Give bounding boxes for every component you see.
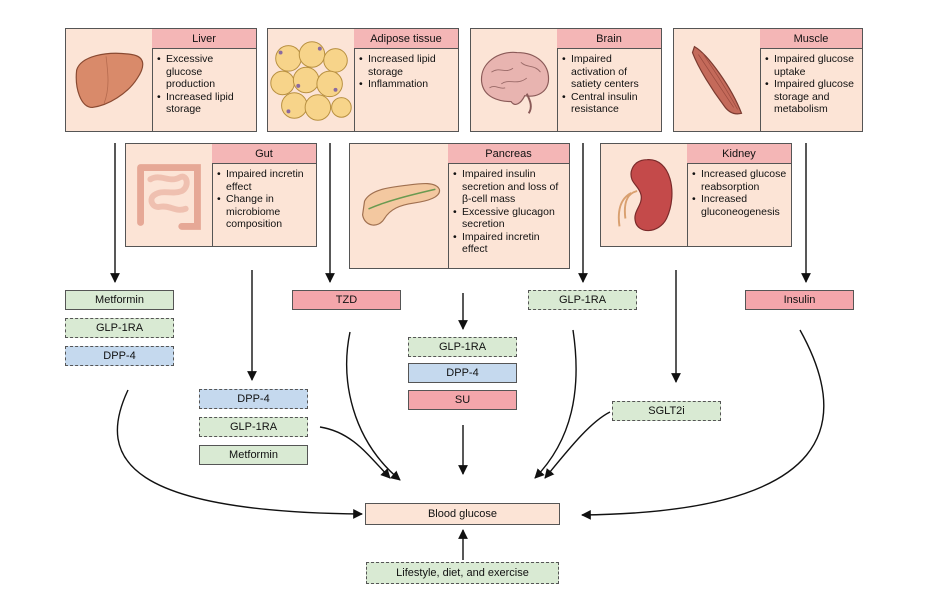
gut-image xyxy=(126,144,213,246)
drug-metformin-liver: Metformin xyxy=(65,290,174,310)
brain-icon xyxy=(481,51,549,114)
drug-tzd: TZD xyxy=(292,290,401,310)
muscle-bullet-1: Impaired glucose uptake xyxy=(765,53,858,78)
muscle-icon xyxy=(691,45,743,115)
liver-image xyxy=(66,29,153,131)
drug-glp1ra-liver: GLP-1RA xyxy=(65,318,174,338)
kidney-image xyxy=(601,144,688,246)
pancreas-bullet-3: Impaired incretin effect xyxy=(453,231,565,256)
liver-bullet-1: Excessive glucose production xyxy=(157,53,252,91)
pancreas-bullet-2: Excessive glucagon secretion xyxy=(453,206,565,231)
arrow-sglt2i-to-glucose xyxy=(544,411,611,479)
adipose-box: Adipose tissue Increased lipid storage I… xyxy=(267,28,459,132)
adipose-bullets: Increased lipid storage Inflammation xyxy=(354,49,458,91)
gut-box: Gut Impaired incretin effect Change in m… xyxy=(125,143,317,247)
liver-bullet-2: Increased lipid storage xyxy=(157,91,252,116)
liver-bullets: Excessive glucose production Increased l… xyxy=(152,49,256,116)
brain-bullet-2: Central insulin resistance xyxy=(562,91,657,116)
pancreas-image xyxy=(350,144,449,268)
gut-bullets: Impaired incretin effect Change in micro… xyxy=(212,164,316,231)
lifestyle-box: Lifestyle, diet, and exercise xyxy=(366,562,559,584)
drug-glp1ra-brain: GLP-1RA xyxy=(528,290,637,310)
adipose-bullet-2: Inflammation xyxy=(359,78,454,91)
muscle-bullet-2: Impaired glucose storage and metabolism xyxy=(765,78,858,116)
blood-glucose-box: Blood glucose xyxy=(365,503,560,525)
liver-box: Liver Excessive glucose production Incre… xyxy=(65,28,257,132)
brain-bullets: Impaired activation of satiety centers C… xyxy=(557,49,661,116)
kidney-icon xyxy=(617,159,673,232)
arrow-insulin-to-glucose xyxy=(581,329,825,520)
arrow-brain-glp1ra-to-glucose xyxy=(534,329,577,479)
drug-insulin: Insulin xyxy=(745,290,854,310)
gut-title: Gut xyxy=(212,144,316,164)
arrow-tzd-to-glucose xyxy=(346,331,401,481)
liver-title: Liver xyxy=(152,29,256,49)
drug-dpp4-pancreas: DPP-4 xyxy=(408,363,517,383)
brain-bullet-1: Impaired activation of satiety centers xyxy=(562,53,657,91)
pancreas-box: Pancreas Impaired insulin secretion and … xyxy=(349,143,570,269)
brain-box: Brain Impaired activation of satiety cen… xyxy=(470,28,662,132)
pancreas-bullet-1: Impaired insulin secretion and loss of β… xyxy=(453,168,565,206)
gut-bullet-1: Impaired incretin effect xyxy=(217,168,312,193)
brain-title: Brain xyxy=(557,29,661,49)
adipose-bullet-1: Increased lipid storage xyxy=(359,53,454,78)
pancreas-icon xyxy=(361,183,440,226)
drug-glp1ra-pancreas: GLP-1RA xyxy=(408,337,517,357)
gut-bullet-2: Change in microbiome composition xyxy=(217,193,312,231)
drug-sglt2i: SGLT2i xyxy=(612,401,721,421)
drug-glp1ra-gut: GLP-1RA xyxy=(199,417,308,437)
muscle-image xyxy=(674,29,761,131)
intestine-icon xyxy=(137,164,201,230)
drug-dpp4-liver: DPP-4 xyxy=(65,346,174,366)
kidney-bullets: Increased glucose reabsorption Increased… xyxy=(687,164,791,218)
kidney-bullet-2: Increased gluconeogenesis xyxy=(692,193,787,218)
drug-dpp4-gut: DPP-4 xyxy=(199,389,308,409)
brain-image xyxy=(471,29,558,131)
adipose-image xyxy=(268,29,355,131)
kidney-bullet-1: Increased glucose reabsorption xyxy=(692,168,787,193)
muscle-title: Muscle xyxy=(760,29,862,49)
kidney-title: Kidney xyxy=(687,144,791,164)
liver-icon xyxy=(75,52,144,109)
adipose-cells-icon xyxy=(270,41,352,121)
pancreas-bullets: Impaired insulin secretion and loss of β… xyxy=(448,164,569,256)
muscle-box: Muscle Impaired glucose uptake Impaired … xyxy=(673,28,863,132)
arrow-gut-drugs-to-glucose xyxy=(319,426,391,479)
drug-su: SU xyxy=(408,390,517,410)
adipose-title: Adipose tissue xyxy=(354,29,458,49)
muscle-bullets: Impaired glucose uptake Impaired glucose… xyxy=(760,49,862,116)
drug-metformin-gut: Metformin xyxy=(199,445,308,465)
pancreas-title: Pancreas xyxy=(448,144,569,164)
kidney-box: Kidney Increased glucose reabsorption In… xyxy=(600,143,792,247)
